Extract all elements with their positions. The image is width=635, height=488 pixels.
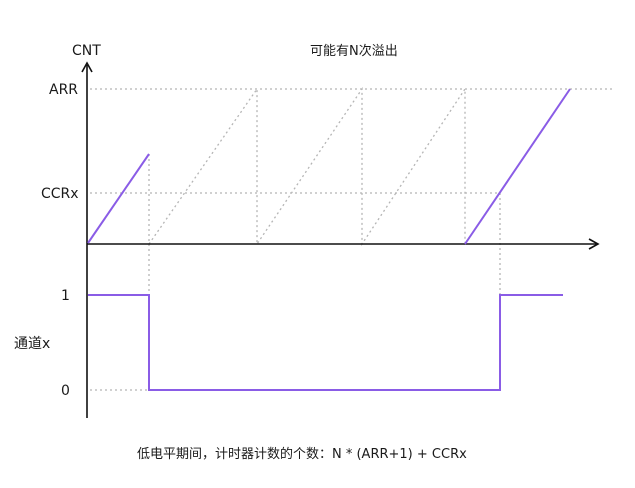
channel-axis-label: 通道x [14,336,50,352]
overflow-title: 可能有N次溢出 [310,43,398,59]
cnt-y-axis-arrow [81,61,93,73]
counter-ramp-after-overflow [464,88,571,245]
overflow-sawtooth-guide [148,86,466,247]
channel-waveform [88,294,563,391]
axes [81,61,600,418]
counter-ramp-before-capture [87,153,150,244]
channel-low-label: 0 [61,383,70,399]
ccrx-level-label: CCRx [41,186,79,202]
guide-lines [90,86,615,391]
low-level-count-caption: 低电平期间，计时器计数的个数：N * (ARR+1) + CCRx [137,446,467,462]
time-x-axis-arrow [588,238,600,250]
counter-signal [87,88,571,245]
channel-high-label: 1 [61,288,70,304]
arr-level-label: ARR [49,82,78,98]
cnt-axis-label: CNT [72,43,101,59]
